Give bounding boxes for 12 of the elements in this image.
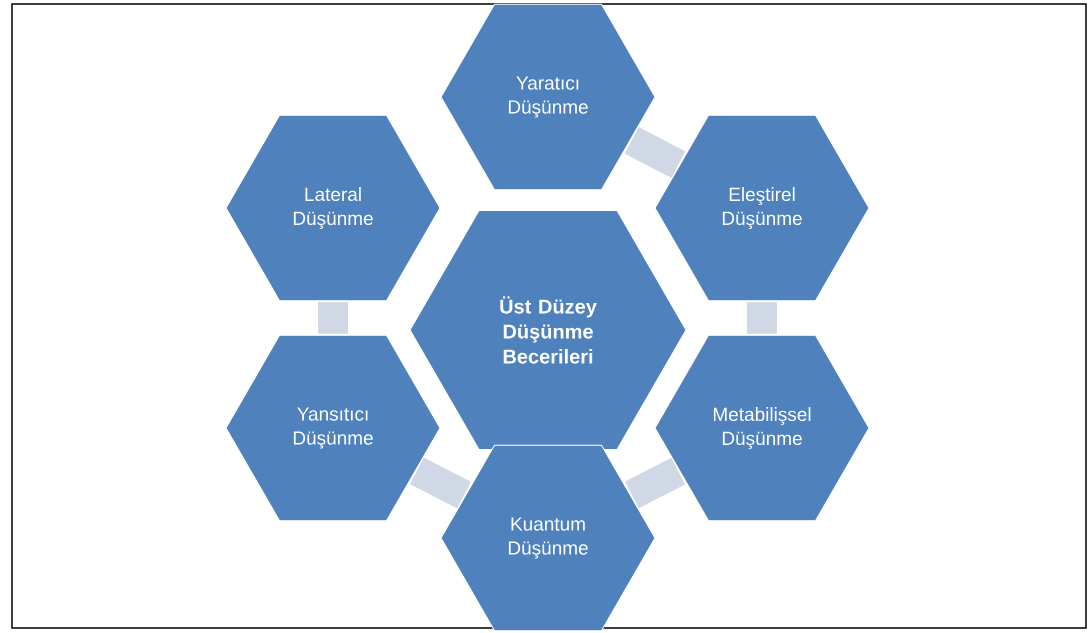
connector-band bbox=[410, 457, 471, 509]
connector-band bbox=[625, 457, 685, 509]
hexagon: Üst Düzey Düşünme Becerileri bbox=[409, 210, 687, 450]
connector-band bbox=[624, 127, 686, 178]
hexagon: Yaratıcı Düşünme bbox=[440, 3, 656, 191]
hexagon: Lateral Düşünme bbox=[225, 114, 441, 302]
hexagon: Yansıtıcı Düşünme bbox=[225, 334, 441, 522]
hexagon: Eleştirel Düşünme bbox=[654, 114, 870, 302]
hexagon: Kuantum Düşünme bbox=[440, 444, 656, 632]
hexagon: Metabilişsel Düşünme bbox=[654, 334, 870, 522]
connector-band bbox=[747, 302, 777, 334]
connector-band bbox=[318, 302, 348, 334]
